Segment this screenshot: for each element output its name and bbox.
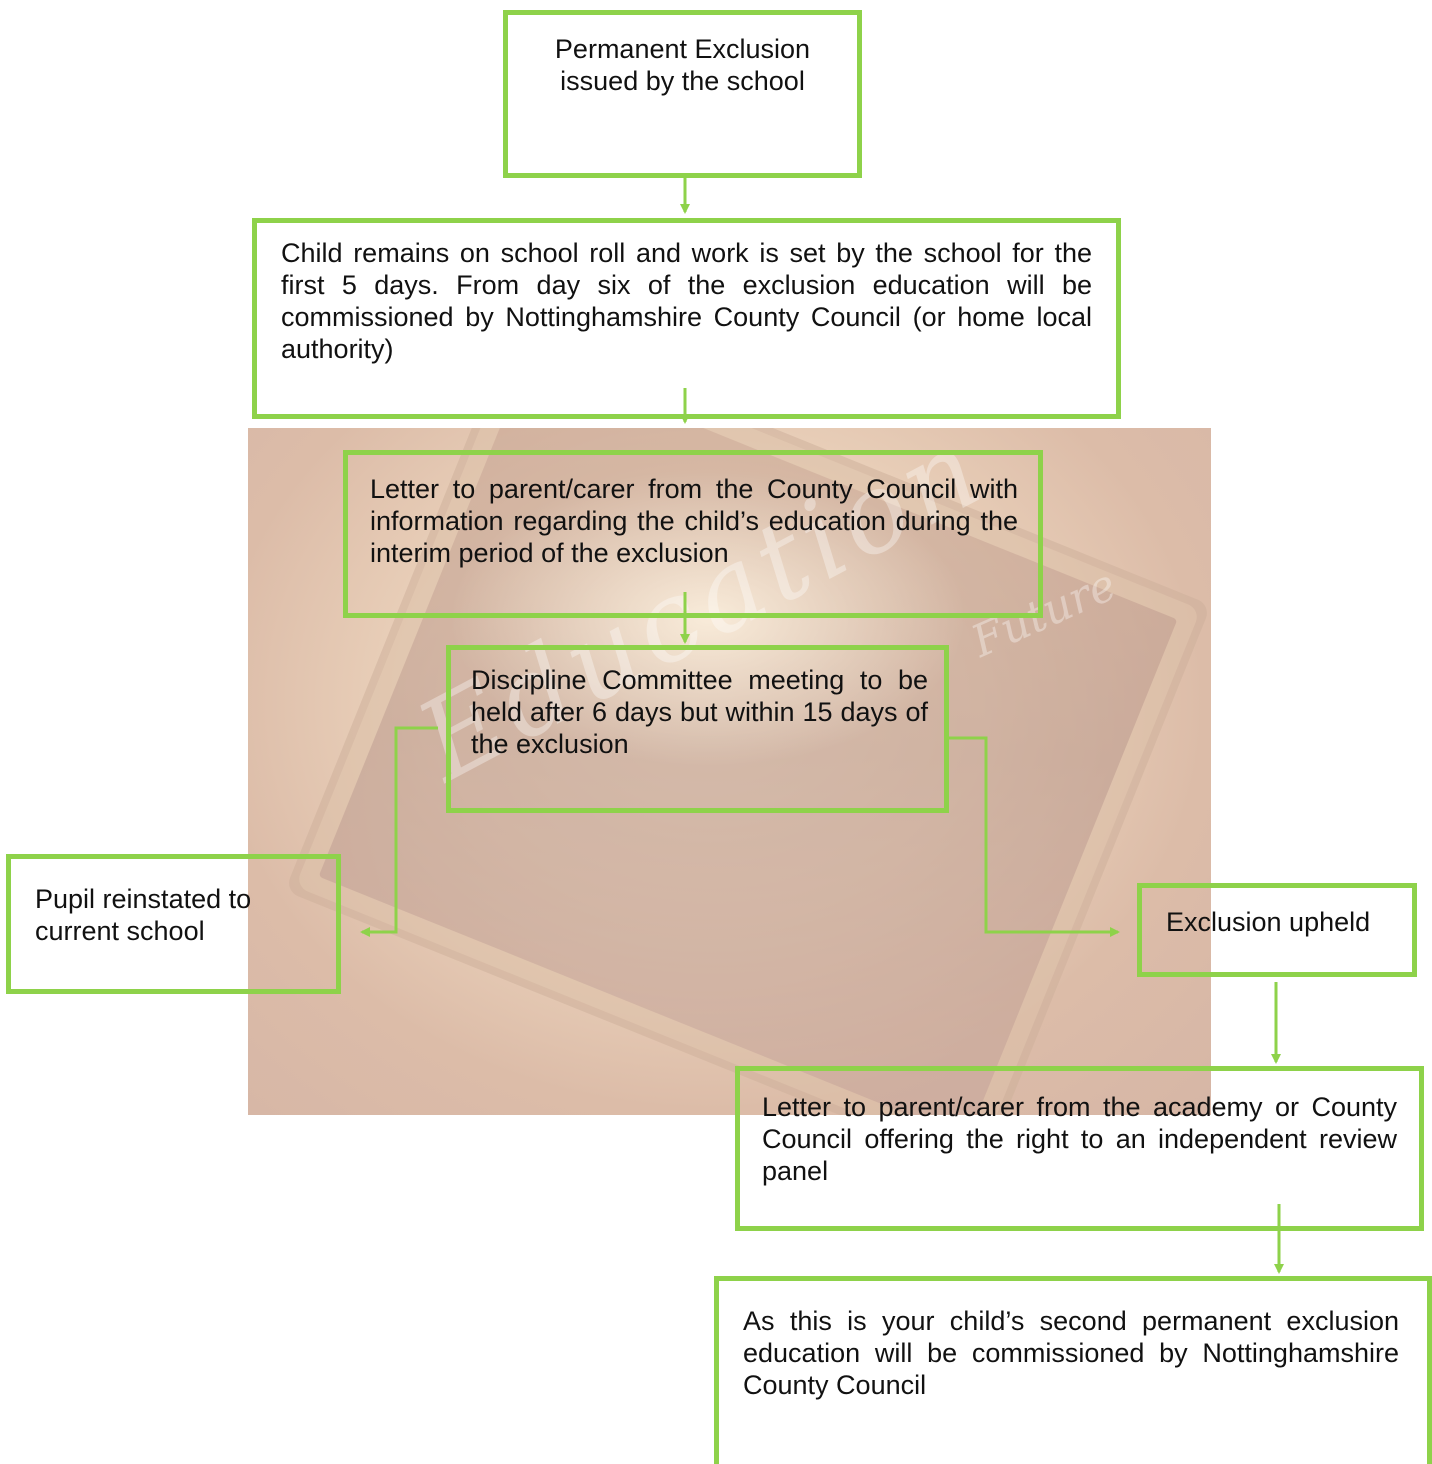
box-school-roll: Child remains on school roll and work is… xyxy=(252,218,1121,419)
arrow-committee-to-upheld xyxy=(948,736,1120,937)
box-exclusion-issued-text: Permanent Exclusion issued by the school xyxy=(554,34,811,96)
box-school-roll-text: Child remains on school roll and work is… xyxy=(281,238,1092,364)
arrow-committee-to-reinstated xyxy=(360,726,438,937)
box-exclusion-upheld-text: Exclusion upheld xyxy=(1166,907,1371,937)
box-letter-county-council: Letter to parent/carer from the County C… xyxy=(343,450,1043,618)
light-glow xyxy=(448,468,968,768)
chalkboard-background-image: Education Future xyxy=(248,428,1211,1115)
box-pupil-reinstated-text: Pupil reinstated to current school xyxy=(35,884,252,946)
box-exclusion-issued: Permanent Exclusion issued by the school xyxy=(503,10,862,178)
box-second-exclusion-text: As this is your child’s second permanent… xyxy=(743,1306,1399,1400)
box-letter-academy: Letter to parent/carer from the academy … xyxy=(735,1066,1424,1231)
box-exclusion-upheld: Exclusion upheld xyxy=(1137,883,1417,977)
box-pupil-reinstated: Pupil reinstated to current school xyxy=(6,854,341,994)
box-letter-academy-text: Letter to parent/carer from the academy … xyxy=(762,1092,1397,1186)
box-discipline-committee-text: Discipline Committee meeting to be held … xyxy=(471,665,928,759)
box-letter-county-council-text: Letter to parent/carer from the County C… xyxy=(370,474,1018,568)
box-second-exclusion: As this is your child’s second permanent… xyxy=(714,1276,1432,1464)
box-discipline-committee: Discipline Committee meeting to be held … xyxy=(446,645,949,813)
